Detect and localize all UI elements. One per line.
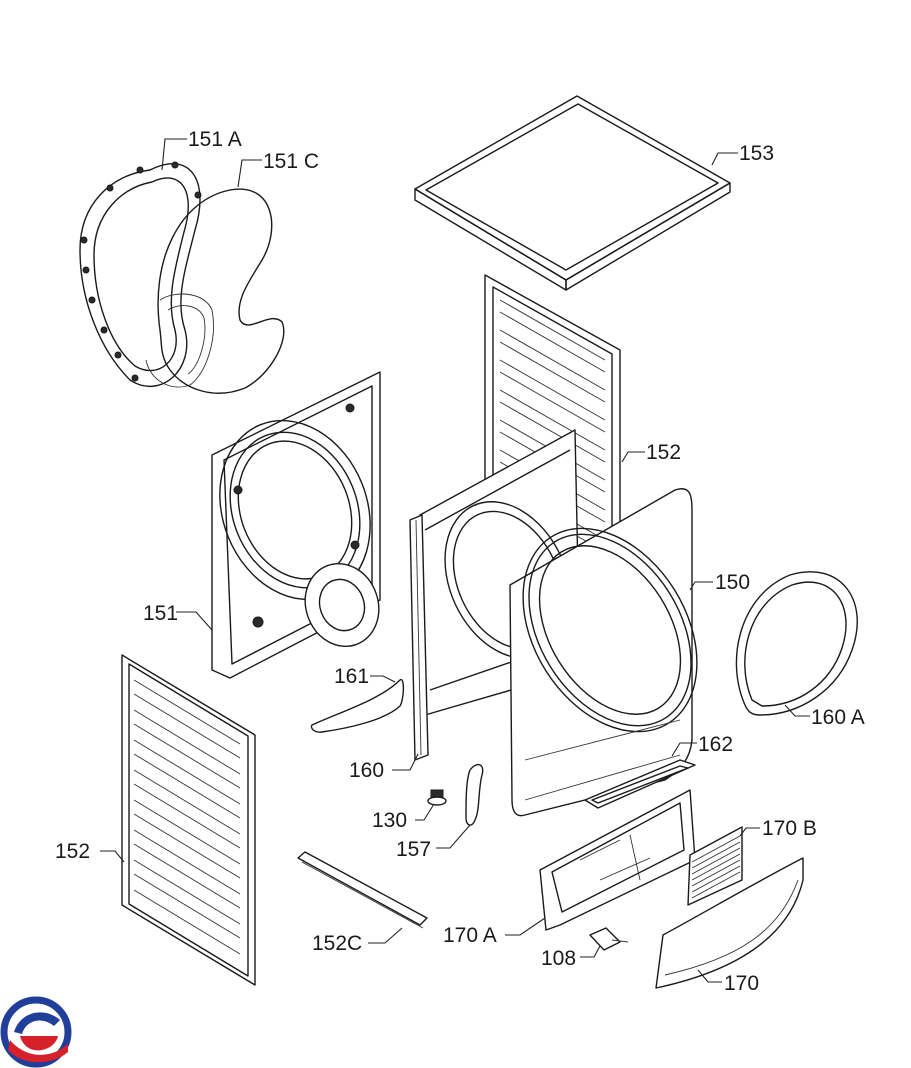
part-108-switch[interactable]	[589, 927, 629, 951]
part-152-left-side-panel[interactable]	[121, 654, 256, 986]
label-153: 153	[739, 142, 774, 165]
part-151C-seal[interactable]	[157, 188, 285, 394]
part-160A-door-seal[interactable]	[735, 571, 858, 716]
rear-panel-vent	[304, 562, 380, 648]
label-151: 151	[143, 602, 178, 625]
part-170B-grille[interactable]	[687, 826, 743, 906]
label-162: 162	[698, 733, 733, 756]
label-108: 108	[541, 947, 576, 970]
part-150-front-panel[interactable]	[487, 488, 732, 817]
label-152C: 152C	[312, 932, 362, 955]
label-160A: 160 A	[811, 706, 865, 729]
part-152C-rail[interactable]	[297, 851, 428, 929]
leader-lines	[100, 138, 810, 983]
part-labels: 151 A 151 C 153 152 150 151 161 160 A 16…	[55, 128, 865, 995]
part-160-front-upright[interactable]	[409, 514, 429, 761]
label-150: 150	[715, 571, 750, 594]
label-170A: 170 A	[443, 924, 497, 947]
label-160: 160	[349, 759, 384, 782]
part-170-fascia[interactable]	[655, 857, 804, 989]
part-162-filter[interactable]	[584, 759, 696, 809]
label-151C: 151 C	[263, 150, 319, 173]
label-161: 161	[334, 665, 369, 688]
part-151-rear-panel[interactable]	[194, 371, 396, 679]
part-161-handle[interactable]	[310, 679, 405, 733]
label-130: 130	[372, 809, 407, 832]
label-152-left: 152	[55, 840, 90, 863]
label-170: 170	[724, 972, 759, 995]
label-170B: 170 B	[762, 817, 817, 840]
brand-logo-icon	[0, 996, 72, 1068]
part-153-top-cover[interactable]	[414, 95, 731, 291]
label-157: 157	[396, 838, 431, 861]
part-151A-rear-shield[interactable]	[79, 161, 214, 388]
part-157-strip[interactable]	[465, 763, 484, 826]
part-170A-control-frame[interactable]	[539, 789, 696, 931]
label-151A: 151 A	[188, 128, 242, 151]
part-130-foot[interactable]	[427, 789, 447, 806]
label-152-right: 152	[646, 441, 681, 464]
